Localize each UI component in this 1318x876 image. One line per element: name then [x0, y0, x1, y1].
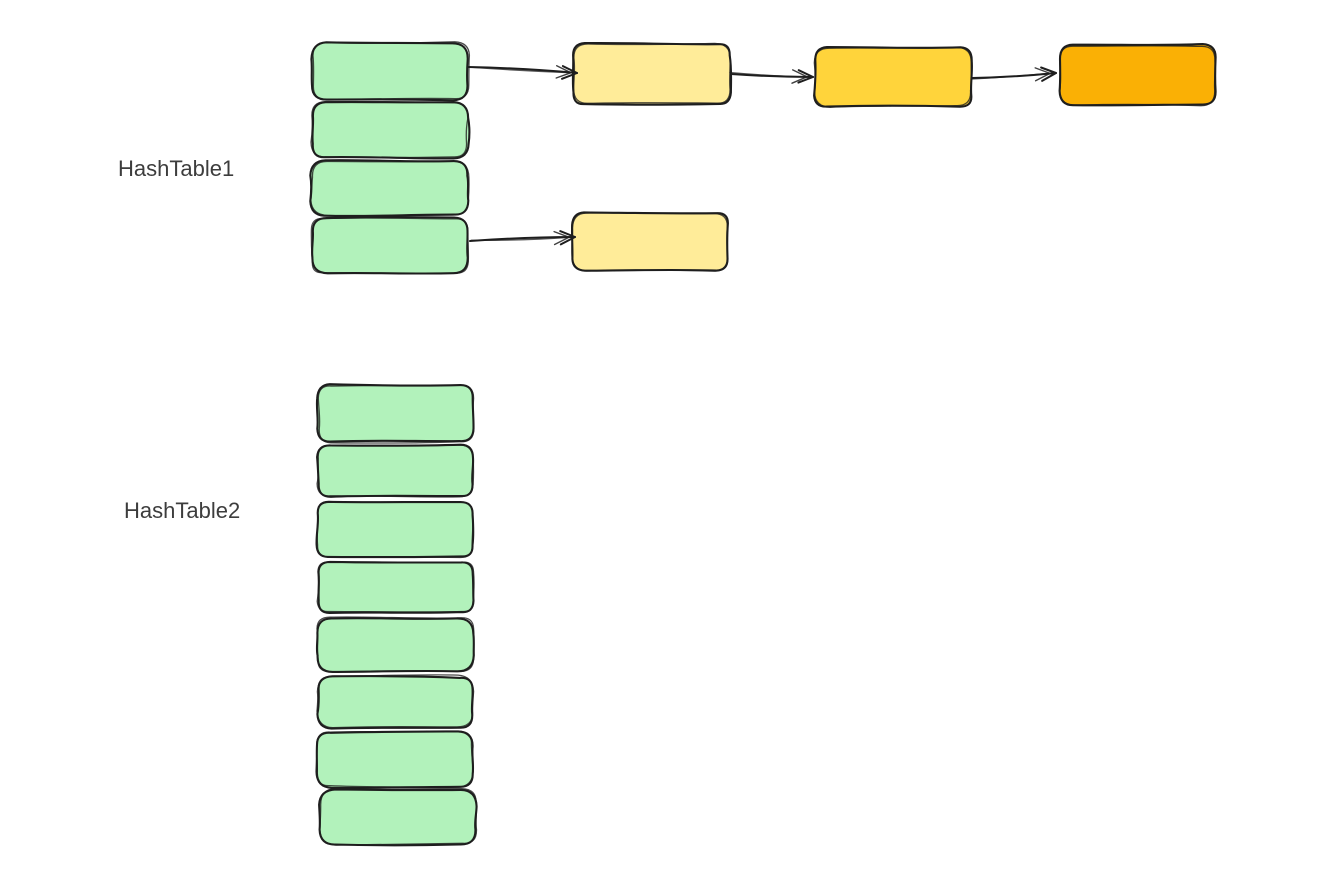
ht1-chain0-node-0 [571, 41, 733, 106]
ht2-bucket-5 [316, 674, 475, 730]
ht2-bucket-7 [318, 787, 478, 847]
ht1-bucket-3 [310, 216, 470, 275]
ht2-bucket-4 [315, 616, 475, 673]
ht2-bucket-2 [315, 500, 475, 559]
hashtable1-label: HashTable1 [118, 156, 235, 181]
ht1-chain1-node-0 [570, 211, 729, 272]
ht2-bucket-3 [316, 560, 475, 614]
ht1-chain0-node-1 [813, 46, 973, 108]
hashtable2-label: HashTable2 [124, 498, 241, 523]
ht2-bucket-6 [315, 730, 475, 789]
arrow-ht1-bucket0-to-chain0-node0 [467, 65, 578, 80]
ht1-bucket-1 [310, 100, 471, 160]
ht1-bucket-2 [309, 159, 470, 218]
arrow-chain0-node1-to-node2 [971, 66, 1057, 82]
arrow-chain0-node0-to-node1 [729, 69, 814, 84]
ht1-bucket-0 [310, 41, 471, 102]
ht2-bucket-1 [316, 443, 475, 498]
ht1-chain0-node-2 [1058, 43, 1217, 107]
ht2-bucket-0 [315, 383, 475, 444]
arrow-ht1-bucket3-to-chain1-node0 [469, 230, 576, 246]
